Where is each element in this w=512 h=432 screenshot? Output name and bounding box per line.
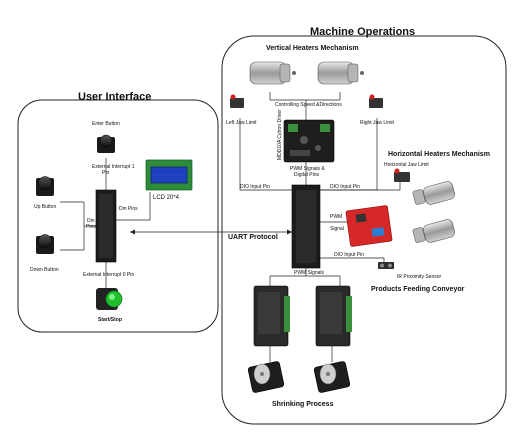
vertical-heaters-title: Vertical Heaters Mechanism	[266, 45, 359, 52]
horizontal-motor-bottom	[412, 219, 455, 243]
horizontal-driver-board	[345, 205, 393, 247]
ext-interrupt-1-pin-label: Pin	[102, 170, 109, 176]
ir-sensor-label: IR Proximity Sensor	[397, 274, 442, 280]
ext-interrupt-1-label: External Interrupt 1	[92, 164, 135, 170]
stepper-motor-right	[313, 361, 351, 393]
motor-driver-board	[283, 119, 335, 163]
pwm-signals-bottom-label: PWM Signals	[294, 270, 325, 276]
lcd-display	[145, 159, 193, 191]
lcd-label: LCD 20*4	[153, 195, 180, 201]
start-stop-button-component	[96, 288, 123, 310]
horizontal-motor-top	[412, 181, 455, 205]
pwm-digital-label-b: Digital Pins	[294, 172, 320, 178]
ext-interrupt-0-label: External Interrupt 0 Pin	[83, 272, 134, 278]
stepper-driver-left	[253, 285, 290, 347]
enter-button-label: Enter Button	[92, 121, 120, 127]
vertical-motor-right	[317, 61, 364, 85]
uart-wire	[130, 229, 292, 235]
dio-input-ir-label: DIO Input Pin	[334, 252, 364, 258]
ui-wires	[60, 158, 151, 290]
din-pins-left-label-b: Pins	[86, 224, 96, 230]
enter-button-component	[97, 134, 115, 153]
stepper-motor-left	[247, 361, 285, 393]
din-pins-left-label-a: Din	[87, 218, 95, 224]
down-button-label: Down Button	[30, 267, 59, 273]
dio-input-left-label: DIO Input Pin	[240, 184, 270, 190]
user-interface-frame	[17, 99, 219, 333]
horizontal-heaters-title: Horizontal Heaters Mechanism	[388, 151, 490, 158]
machine-operations-title: Machine Operations	[310, 26, 415, 38]
down-button-component	[36, 234, 54, 254]
shrinking-process-title: Shrinking Process	[272, 401, 334, 408]
user-interface-title: User Interface	[78, 91, 151, 103]
pwm-digital-label-a: PWM Signals &	[290, 166, 325, 172]
left-jaw-limit-label: Left Jaw Limit	[226, 120, 257, 126]
right-jaw-limit-switch	[369, 94, 383, 108]
motor-driver-label: MDD10A Cytron Driver	[277, 109, 283, 160]
left-jaw-limit-switch	[230, 94, 244, 108]
up-button-label: Up Button	[34, 204, 56, 210]
controlling-speed-label: Controlling Speed &Directions	[275, 102, 342, 108]
dio-input-right-label: DIO Input Pin	[330, 184, 360, 190]
pwm-signal-label-a: PWM	[330, 214, 342, 220]
din-pins-right-label: Din Pins	[119, 206, 138, 212]
start-stop-label: Start/Stop	[98, 317, 122, 323]
feeding-conveyor-title: Products Feeding Conveyor	[371, 286, 465, 293]
ir-proximity-sensor	[378, 262, 394, 269]
uart-label: UART Protocol	[228, 234, 278, 241]
right-jaw-limit-label: Right Jaw Limit	[360, 120, 395, 126]
machine-microcontroller	[291, 184, 321, 269]
stepper-driver-right	[315, 285, 352, 347]
pwm-signal-label-b: Signal	[330, 226, 344, 232]
horizontal-jaw-limit-switch	[394, 168, 410, 182]
horizontal-jaw-limit-label: Horizontal Jaw Limit	[384, 162, 429, 168]
up-button-component	[36, 176, 54, 196]
ui-microcontroller	[95, 189, 117, 263]
vertical-motor-left	[249, 61, 296, 85]
machine-wires	[239, 92, 401, 362]
